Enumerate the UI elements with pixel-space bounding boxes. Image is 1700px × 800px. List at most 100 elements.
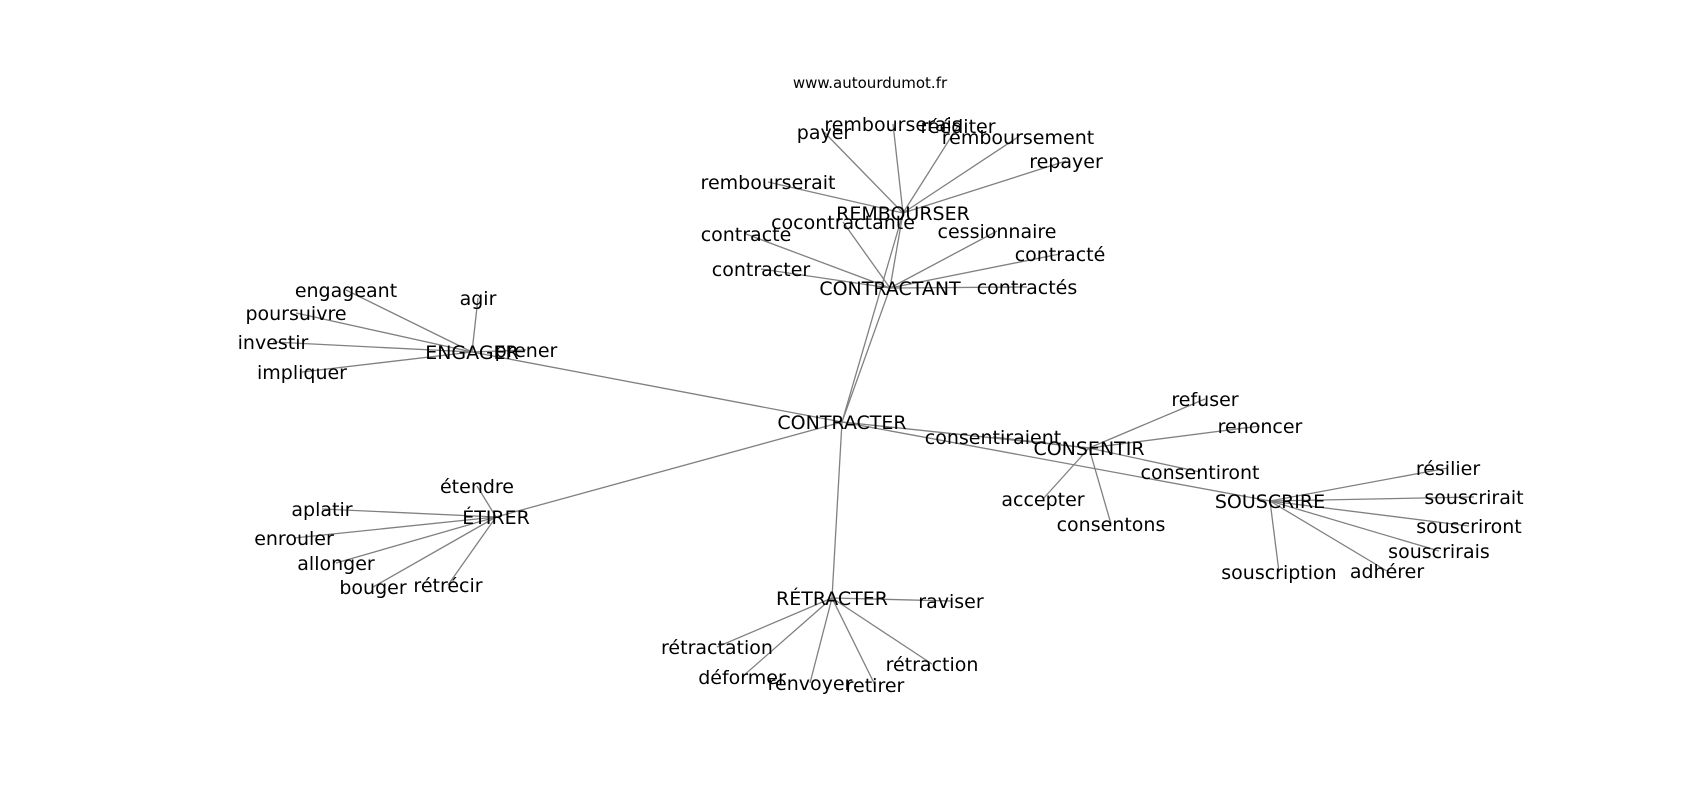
- edge-retracter-retirer: [831, 597, 876, 686]
- leaf-node-accepter: accepter: [1001, 489, 1084, 511]
- leaf-node-adherer: adhérer: [1350, 561, 1425, 583]
- edge-etirer-aplatir: [321, 508, 497, 518]
- edge-engager-engageant: [345, 289, 473, 353]
- edge-consentir-consentons: [1088, 447, 1112, 525]
- leaf-node-investir: investir: [238, 332, 309, 354]
- leaf-node-agir: agir: [460, 288, 497, 310]
- hub-node-souscrire: SOUSCRIRE: [1215, 491, 1325, 513]
- leaf-node-consentons: consentons: [1057, 514, 1166, 536]
- leaf-node-retractation: rétractation: [661, 637, 773, 659]
- edge-engager-impliquer: [301, 351, 473, 373]
- edge-retracter-deformer: [741, 597, 833, 678]
- leaf-node-renvoyer: renvoyer: [768, 673, 853, 695]
- edge-rembourser-remboursement: [902, 136, 1019, 214]
- leaf-node-remboursement: remboursement: [942, 127, 1094, 149]
- leaf-node-refuser: refuser: [1171, 389, 1238, 411]
- leaf-node-souscriront: souscriront: [1416, 516, 1522, 538]
- leaf-node-retrecir: rétrécir: [413, 575, 482, 597]
- edge-consentir-consentiraient: [992, 436, 1090, 449]
- leaf-node-repayer: repayer: [1029, 151, 1103, 173]
- edge-rembourser-rembourserait: [767, 181, 904, 214]
- edge-etirer-retrecir: [447, 516, 497, 586]
- edge-contractant-contractes: [889, 286, 1028, 289]
- edge-retracter-retraction: [831, 597, 933, 665]
- leaf-node-souscrirais: souscrirais: [1388, 541, 1490, 563]
- edge-contractant-cessionnaire: [889, 230, 998, 289]
- leaf-node-resilier: résilier: [1416, 458, 1481, 480]
- edge-souscrire-souscriront: [1269, 500, 1470, 527]
- edge-retracter-retractation: [716, 597, 833, 648]
- edge-rembourser-reediter: [902, 125, 959, 214]
- leaf-node-rembourserais: rembourserais: [824, 114, 961, 136]
- leaf-node-raviser: raviser: [918, 591, 984, 613]
- edge-contractant-rembourser: [889, 212, 904, 289]
- edge-retracter-raviser: [831, 597, 952, 602]
- leaf-node-prener: prener: [495, 340, 558, 362]
- leaf-node-reediter: rééditer: [920, 116, 995, 138]
- edge-souscrire-adherer: [1269, 500, 1388, 572]
- edge-souscrire-souscrirais: [1269, 500, 1440, 552]
- leaf-node-contracte: contracte: [701, 224, 792, 246]
- edge-contracter-souscrire: [841, 421, 1271, 502]
- leaf-node-allonger: allonger: [297, 553, 375, 575]
- hub-node-retracter: RÉTRACTER: [776, 587, 888, 610]
- leaf-node-poursuivre: poursuivre: [245, 303, 346, 325]
- edge-retracter-renvoyer: [809, 597, 833, 684]
- edge-etirer-enrouler: [293, 516, 497, 539]
- leaf-node-consentiraient: consentiraient: [925, 427, 1061, 449]
- edge-contracter-etirer: [495, 421, 843, 518]
- leaf-node-impliquer: impliquer: [257, 362, 347, 384]
- leaf-node-cessionnaire: cessionnaire: [938, 221, 1057, 243]
- edge-consentir-consentiront: [1088, 447, 1201, 473]
- edge-souscrire-resilier: [1269, 467, 1449, 502]
- leaf-node-cocontractante: cocontractante: [771, 212, 915, 234]
- leaf-node-deformer: déformer: [698, 667, 786, 689]
- edge-souscrire-souscription: [1269, 500, 1280, 573]
- edge-contractant-contracte: [889, 253, 1061, 289]
- leaf-node-renoncer: renoncer: [1218, 416, 1303, 438]
- edge-contracter-retracter: [831, 421, 843, 599]
- edge-engager-prener: [471, 349, 527, 353]
- edge-etirer-bouger: [372, 516, 497, 588]
- edge-consentir-accepter: [1042, 447, 1090, 500]
- leaf-node-souscription: souscription: [1221, 562, 1336, 584]
- leaf-node-bouger: bouger: [339, 577, 406, 599]
- leaf-node-souscrirait: souscrirait: [1424, 487, 1523, 509]
- leaf-node-rembourserait: rembourserait: [701, 172, 836, 194]
- edge-contractant-contracte: [745, 233, 891, 289]
- edge-rembourser-payer: [823, 131, 904, 214]
- center-node-contracter: CONTRACTER: [777, 412, 906, 434]
- leaf-node-retraction: rétraction: [886, 654, 979, 676]
- leaf-node-retirer: retirer: [846, 675, 905, 697]
- leaf-node-contractes: contractés: [977, 277, 1078, 299]
- edge-contracter-contractant: [841, 287, 891, 423]
- edge-rembourser-rembourserais: [892, 123, 904, 214]
- leaf-node-etendre: étendre: [440, 476, 514, 498]
- edge-etirer-allonger: [335, 516, 497, 564]
- edge-souscrire-souscrirait: [1269, 496, 1475, 502]
- source-caption: www.autourdumot.fr: [793, 74, 948, 92]
- edge-contractant-cocontractante: [842, 221, 891, 289]
- edge-consentir-renoncer: [1088, 425, 1261, 449]
- leaf-node-engageant: engageant: [295, 280, 397, 302]
- edge-consentir-refuser: [1088, 398, 1206, 449]
- edge-etirer-etendre: [476, 485, 497, 518]
- leaf-node-contracter: contracter: [712, 259, 811, 281]
- hub-node-etirer: ÉTIRER: [462, 506, 530, 529]
- hub-node-contractant: CONTRACTANT: [819, 278, 961, 300]
- leaf-node-consentiront: consentiront: [1141, 462, 1260, 484]
- leaf-node-aplatir: aplatir: [291, 499, 352, 521]
- edge-rembourser-repayer: [902, 160, 1067, 214]
- leaf-node-payer: payer: [797, 122, 852, 144]
- hub-node-rembourser: REMBOURSER: [836, 203, 970, 225]
- edge-contractant-contracter: [760, 268, 891, 289]
- edge-contracter-rembourser: [841, 212, 904, 423]
- edge-contracter-engager: [471, 351, 843, 423]
- hub-node-engager: ENGAGER: [425, 342, 519, 364]
- edge-engager-investir: [272, 341, 473, 353]
- edge-engager-agir: [471, 297, 479, 353]
- graph-labels: www.autourdumot.fr payerrembourseraisréé…: [238, 74, 1524, 697]
- hub-node-consentir: CONSENTIR: [1033, 438, 1144, 460]
- edge-engager-poursuivre: [295, 312, 473, 353]
